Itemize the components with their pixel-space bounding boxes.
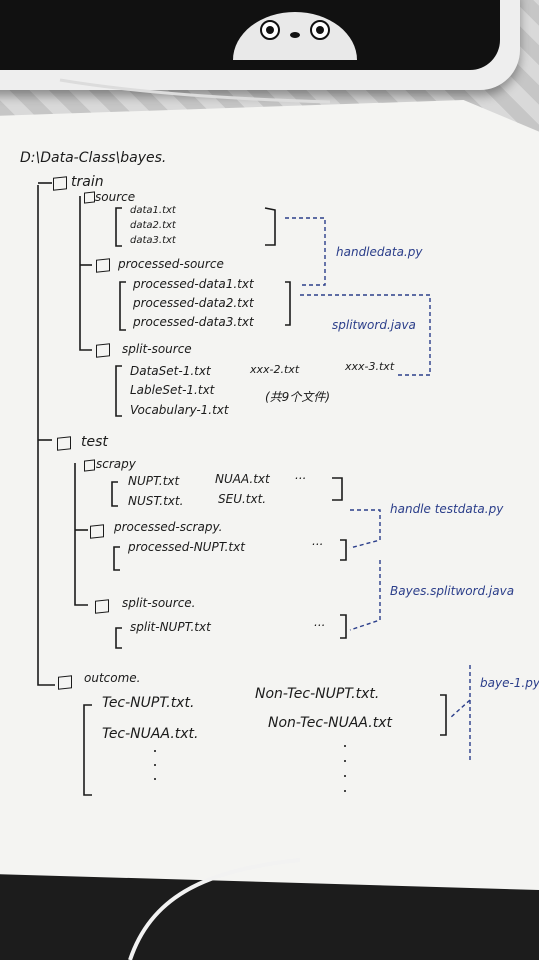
outcome-file-tec-nuaa: Tec-NUAA.txt. — [102, 726, 199, 742]
scrapy-file-ellipsis: ... — [295, 468, 307, 482]
split-source-file-3: Vocabulary-1.txt — [130, 403, 229, 417]
processed-source-file-2: processed-data2.txt — [133, 296, 254, 310]
split-source-extra-2: xxx-3.txt — [345, 360, 395, 373]
test-folder-icon — [57, 436, 71, 451]
outcome-folder-label: outcome. — [84, 671, 141, 685]
split-source-folder-icon — [96, 343, 110, 358]
split-source-file-1: DataSet-1.txt — [130, 364, 211, 378]
totoro-sticker — [233, 12, 357, 60]
handle-testdata-script: handle testdata.py — [390, 502, 504, 516]
processed-scrapy-file-1: processed-NUPT.txt — [128, 540, 245, 554]
scrapy-folder-label: scrapy — [96, 457, 136, 471]
processed-scrapy-label: processed-scrapy. — [114, 520, 223, 534]
processed-source-file-3: processed-data3.txt — [133, 315, 254, 329]
paper-sheet — [0, 100, 539, 890]
source-file-3: data3.txt — [130, 235, 176, 246]
outcome-file-nontec-nuaa: Non-Tec-NUAA.txt — [268, 715, 392, 731]
outcome-file-nontec-nupt: Non-Tec-NUPT.txt. — [255, 686, 380, 702]
test-split-source-label: split-source. — [122, 596, 196, 610]
source-file-1: data1.txt — [130, 205, 176, 216]
split-source-count-note: (共9个文件) — [265, 390, 330, 404]
root-path: D:\Data-Class\bayes. — [20, 150, 167, 166]
baye-script: baye-1.py — [480, 676, 539, 690]
bayes-splitword-script: Bayes.splitword.java — [390, 584, 515, 598]
train-folder-label: train — [71, 174, 104, 190]
test-split-source-file-1: split-NUPT.txt — [130, 620, 211, 634]
outcome-file-tec-nupt: Tec-NUPT.txt. — [102, 695, 195, 711]
handledata-script: handledata.py — [336, 245, 423, 259]
split-source-extra-1: xxx-2.txt — [250, 363, 300, 376]
processed-source-folder-icon — [96, 258, 110, 273]
processed-scrapy-folder-icon — [90, 524, 104, 539]
processed-source-label: processed-source — [118, 257, 224, 271]
splitword-script: splitword.java — [332, 318, 416, 332]
source-folder-label: source — [95, 190, 136, 204]
outcome-folder-icon — [58, 675, 72, 690]
source-folder-icon — [84, 191, 95, 204]
scrapy-file-nust: NUST.txt. — [128, 494, 184, 508]
source-file-2: data2.txt — [130, 220, 176, 231]
test-split-source-folder-icon — [95, 599, 109, 614]
scrapy-file-nupt: NUPT.txt — [128, 474, 180, 488]
scrapy-file-seu: SEU.txt. — [218, 492, 267, 506]
split-source-label: split-source — [122, 342, 192, 356]
scrapy-folder-icon — [84, 459, 95, 472]
test-folder-label: test — [81, 434, 108, 450]
laptop — [0, 0, 520, 90]
train-folder-icon — [53, 176, 67, 191]
processed-scrapy-ellipsis: ... — [312, 534, 324, 548]
processed-source-file-1: processed-data1.txt — [133, 277, 254, 291]
split-source-file-2: LableSet-1.txt — [130, 383, 215, 397]
scrapy-file-nuaa: NUAA.txt — [215, 472, 270, 486]
test-split-source-ellipsis: ... — [314, 615, 326, 629]
